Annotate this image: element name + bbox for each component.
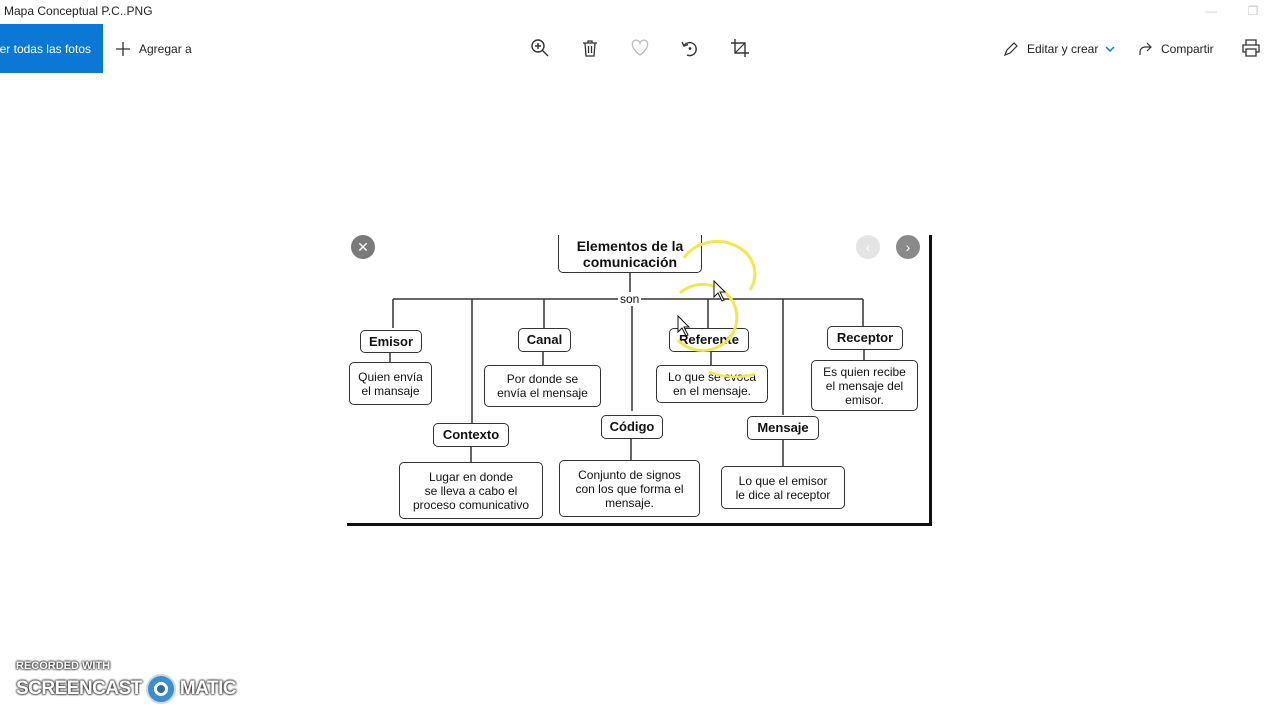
element-canal-description: Por donde se envía el mensaje [484,365,601,407]
concept-map-title: Elementos de la comunicación [558,235,702,273]
plus-icon [116,41,130,56]
edit-create-label: Editar y crear [1027,41,1099,56]
element-receptor-description: Es quien recibe el mensaje del emisor. [811,360,918,411]
share-label: Compartir [1161,41,1214,56]
add-to-button[interactable]: Agregar a [115,24,192,73]
close-button[interactable]: ✕ [351,235,375,259]
rotate-icon[interactable] [680,38,700,58]
element-canal: Canal [518,328,571,352]
window-title: Mapa Conceptual P.C..PNG [4,4,153,18]
element-referente-description: Lo que se evoca en el mensaje. [656,365,768,403]
watermark-recorded-with: RECORDED WITH [16,660,111,672]
edit-icon [1003,41,1018,56]
chevron-down-icon [1105,45,1115,52]
watermark-left-text: SCREENCAST [16,678,142,699]
maximize-button[interactable]: ❐ [1247,4,1259,18]
share-icon [1139,42,1152,55]
element-referente: Referente [669,328,749,352]
minimize-button[interactable]: — [1205,4,1217,18]
watermark-right-text: MATIC [179,678,237,699]
title-bar: Mapa Conceptual P.C..PNG — ❐ [0,0,1280,24]
see-all-photos-button[interactable]: er todas las fotos [0,24,103,73]
element-mensaje: Mensaje [747,416,819,440]
screencast-watermark: RECORDED WITH SCREENCAST MATIC [16,660,237,704]
toolbar: er todas las fotos Agregar a Editar y cr… [0,24,1280,73]
concept-map-connectors [389,273,865,466]
favorite-icon[interactable] [630,38,650,58]
element-contexto: Contexto [433,423,509,447]
screencast-logo-icon [145,674,176,704]
edit-create-button[interactable]: Editar y crear [1003,24,1115,73]
connector-label: son [618,292,642,306]
see-all-photos-label: er todas las fotos [0,41,91,56]
delete-icon[interactable] [580,38,600,58]
element-mensaje-description: Lo que el emisor le dice al receptor [721,466,845,509]
print-icon[interactable] [1241,38,1261,58]
element-emisor-description: Quien envía el mansaje [349,362,432,405]
element-receptor: Receptor [827,326,903,350]
element-codigo: Código [601,415,663,439]
zoom-icon[interactable] [530,38,550,58]
add-to-label: Agregar a [139,41,192,56]
share-button[interactable]: Compartir [1137,24,1214,73]
image-viewer: Elementos de la comunicación son Emisor … [347,235,932,526]
previous-image-button[interactable]: ‹ [856,235,880,259]
element-contexto-description: Lugar en donde se lleva a cabo el proces… [399,462,543,519]
element-emisor: Emisor [360,330,422,353]
next-image-button[interactable]: › [896,235,920,259]
element-codigo-description: Conjunto de signos con los que forma el … [559,460,700,517]
crop-icon[interactable] [730,38,750,58]
